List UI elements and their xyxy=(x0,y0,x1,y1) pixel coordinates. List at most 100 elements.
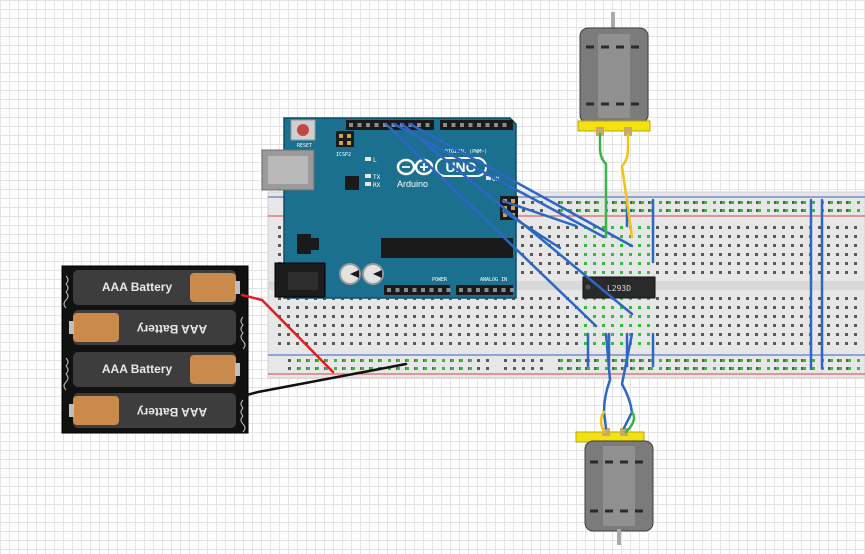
terminal-hole xyxy=(278,244,281,247)
connected-hole xyxy=(584,235,587,238)
rail-hole xyxy=(531,201,534,204)
terminal-hole xyxy=(503,306,506,309)
terminal-hole xyxy=(377,315,380,318)
connected-rail-hole xyxy=(406,359,409,362)
terminal-hole xyxy=(359,333,362,336)
terminal-hole xyxy=(575,315,578,318)
terminal-hole xyxy=(656,235,659,238)
terminal-hole xyxy=(287,315,290,318)
icsp-header xyxy=(336,131,354,147)
connected-hole xyxy=(584,306,587,309)
terminal-hole xyxy=(440,324,443,327)
terminal-hole xyxy=(467,306,470,309)
terminal-hole xyxy=(656,315,659,318)
motor-bottom-lead-yellow xyxy=(599,410,606,434)
connected-hole xyxy=(593,306,596,309)
terminal-hole xyxy=(575,262,578,265)
terminal-hole xyxy=(350,342,353,345)
terminal-hole xyxy=(359,342,362,345)
terminal-hole xyxy=(485,315,488,318)
led-l-label: L xyxy=(373,157,377,164)
terminal-hole xyxy=(656,297,659,300)
spring-4 xyxy=(240,399,246,433)
rail-hole xyxy=(720,359,723,362)
terminal-hole xyxy=(566,262,569,265)
arduino-brand: Arduino xyxy=(397,179,428,189)
usb-port-inner xyxy=(268,156,308,184)
connected-rail-hole xyxy=(740,201,743,204)
connected-rail-hole xyxy=(704,367,707,370)
rail-hole xyxy=(558,201,561,204)
connected-rail-hole xyxy=(560,209,563,212)
rail-hole xyxy=(540,209,543,212)
connected-hole xyxy=(611,315,614,318)
terminal-hole xyxy=(557,324,560,327)
motor-top-terminal-1 xyxy=(596,127,604,136)
terminal-hole xyxy=(854,333,857,336)
connected-rail-hole xyxy=(713,209,716,212)
terminal-hole xyxy=(530,342,533,345)
connected-hole xyxy=(638,306,641,309)
terminal-hole xyxy=(521,297,524,300)
led-l xyxy=(365,157,371,161)
terminal-hole xyxy=(836,226,839,229)
terminal-hole xyxy=(701,244,704,247)
terminal-hole xyxy=(710,235,713,238)
connected-rail-hole xyxy=(848,367,851,370)
terminal-hole xyxy=(764,253,767,256)
header-pin xyxy=(494,123,498,127)
connected-hole xyxy=(602,226,605,229)
terminal-hole xyxy=(845,226,848,229)
terminal-hole xyxy=(737,262,740,265)
terminal-hole xyxy=(683,333,686,336)
regulator-tab xyxy=(311,238,319,250)
rail-hole xyxy=(666,367,669,370)
terminal-hole xyxy=(719,342,722,345)
terminal-hole xyxy=(539,297,542,300)
terminal-hole xyxy=(296,315,299,318)
terminal-hole xyxy=(764,244,767,247)
terminal-hole xyxy=(791,306,794,309)
rail-hole xyxy=(846,367,849,370)
terminal-hole xyxy=(818,244,821,247)
terminal-hole xyxy=(845,262,848,265)
rail-hole xyxy=(774,359,777,362)
connected-rail-hole xyxy=(361,367,364,370)
rail-hole xyxy=(702,209,705,212)
motor-bottom-terminal-2 xyxy=(620,428,628,436)
terminal-hole xyxy=(782,324,785,327)
terminal-hole xyxy=(494,315,497,318)
connected-hole xyxy=(638,262,641,265)
rail-hole xyxy=(828,209,831,212)
rail-hole xyxy=(801,201,804,204)
battery-cell-4: AAA Battery xyxy=(69,393,236,428)
connected-rail-hole xyxy=(830,209,833,212)
terminal-hole xyxy=(314,333,317,336)
connected-rail-hole xyxy=(560,359,563,362)
connected-rail-hole xyxy=(659,209,662,212)
terminal-hole xyxy=(854,226,857,229)
connected-rail-hole xyxy=(614,201,617,204)
rail-hole xyxy=(504,359,507,362)
terminal-hole xyxy=(710,262,713,265)
terminal-hole xyxy=(458,315,461,318)
terminal-hole xyxy=(332,324,335,327)
terminal-hole xyxy=(341,324,344,327)
connected-hole xyxy=(611,262,614,265)
terminal-hole xyxy=(755,244,758,247)
connected-rail-hole xyxy=(749,209,752,212)
led-rx xyxy=(365,182,371,186)
terminal-hole xyxy=(494,306,497,309)
connected-rail-hole xyxy=(713,367,716,370)
terminal-hole xyxy=(818,262,821,265)
rail-hole xyxy=(729,201,732,204)
terminal-hole xyxy=(530,315,533,318)
rail-hole xyxy=(504,367,507,370)
terminal-hole xyxy=(458,306,461,309)
header-pin xyxy=(417,123,421,127)
terminal-hole xyxy=(350,315,353,318)
rail-hole xyxy=(738,209,741,212)
terminal-hole xyxy=(395,342,398,345)
connected-rail-hole xyxy=(857,209,860,212)
terminal-hole xyxy=(782,271,785,274)
